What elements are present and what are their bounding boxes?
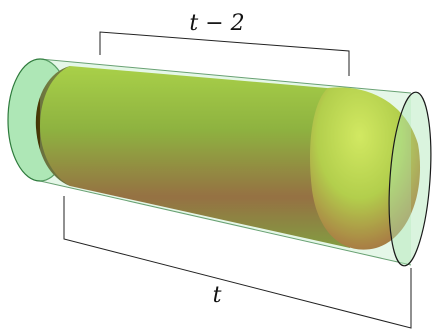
cylinder-shell (40, 59, 411, 265)
capsule-right-cap (309, 87, 421, 250)
cylinder-right-end (388, 91, 432, 267)
inner-length-bracket (99, 31, 350, 76)
inner-length-label: t − 2 (189, 11, 244, 36)
capsule-body (40, 66, 350, 248)
outer-length-label: t (213, 283, 222, 308)
cylinder-top-edge (39, 58, 412, 94)
cylinder-bottom-edge (39, 180, 412, 266)
outer-length-bracket (63, 196, 412, 329)
